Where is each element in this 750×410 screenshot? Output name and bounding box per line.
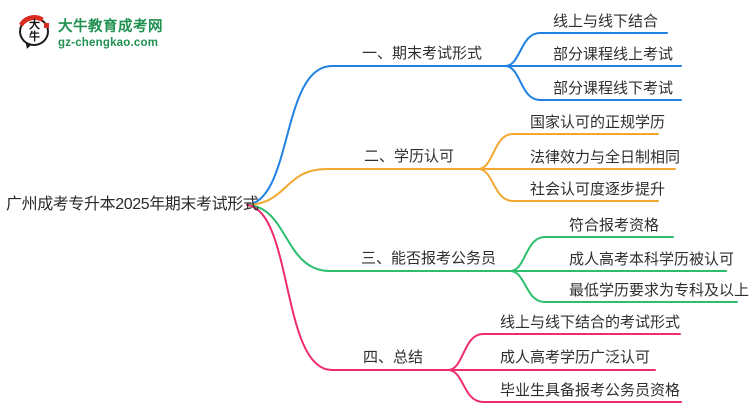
branch-2-label: 二、学历认可 [364, 148, 455, 165]
branch-4-child-2: 成人高考学历广泛认可 [500, 349, 651, 366]
daniu-bubble-logo-icon: 大 牛 [13, 11, 55, 52]
red-seal-icon [44, 23, 49, 28]
branch1-child1-line [504, 32, 668, 67]
logo-title: 大牛教育成考网 [58, 19, 163, 35]
speech-bubble [19, 17, 49, 46]
branch-2-child-3: 社会认可度逐步提升 [530, 181, 666, 198]
root-node: 广州成考专升本2025年期末考试形式 [6, 196, 259, 213]
branch1-child3-line [504, 65, 682, 101]
branch2-child3-line [477, 168, 659, 202]
branch-1-child-1: 线上与线下结合 [553, 13, 659, 30]
root-branch1-curve [246, 65, 333, 206]
branch-1-label: 一、期末考试形式 [362, 45, 483, 62]
branch-4-label: 四、总结 [363, 349, 424, 366]
branch4-child3-line [447, 369, 682, 403]
branch-3-child-2: 成人高考本科学历被认可 [569, 251, 735, 268]
root-branch4-curve [246, 204, 333, 371]
logo-characters: 大 牛 [29, 19, 40, 43]
branch4-child1-line [447, 333, 681, 371]
logo-text-block: 大牛教育成考网 gz-chengkao.com [58, 15, 163, 49]
branch-3-child-3: 最低学历要求为专科及以上 [569, 282, 750, 299]
site-logo: 大 牛 大牛教育成考网 gz-chengkao.com [13, 11, 163, 52]
root-branch2-curve [246, 168, 328, 206]
branch-2-child-2: 法律效力与全日制相同 [530, 149, 681, 166]
logo-subtitle: gz-chengkao.com [58, 37, 159, 49]
branch-4-child-1: 线上与线下结合的考试形式 [500, 314, 681, 331]
root-branch3-curve [246, 204, 331, 272]
branch-4-child-3: 毕业生具备报考公务员资格 [500, 382, 681, 399]
branch-1-child-2: 部分课程线上考试 [553, 46, 674, 63]
branch3-child3-line [509, 270, 738, 303]
branch-1-child-3: 部分课程线下考试 [553, 80, 674, 97]
branch-3-label: 三、能否报考公务员 [361, 250, 497, 267]
branch-3-child-1: 符合报考资格 [569, 217, 660, 234]
branch3-child1-line [509, 236, 674, 272]
branch-2-child-1: 国家认可的正规学历 [530, 114, 666, 131]
branch2-child1-line [477, 133, 659, 170]
